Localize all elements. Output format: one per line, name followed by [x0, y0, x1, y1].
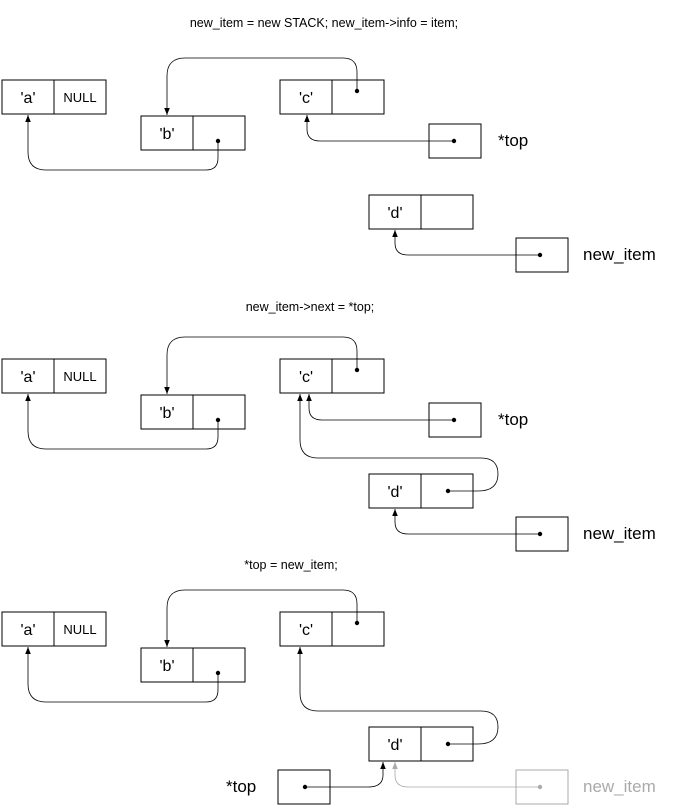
- node-c: 'c': [279, 611, 385, 647]
- arrow-c-to-b: [164, 336, 358, 394]
- node-b-info-cell: [140, 115, 194, 151]
- panel-2-caption: new_item->next = *top;: [246, 300, 375, 314]
- arrow-d-to-c: [297, 647, 499, 745]
- node-c: 'c': [279, 79, 385, 115]
- node-d-info-cell: [368, 194, 422, 230]
- node-d: 'd': [368, 726, 474, 762]
- node-d-value: 'd': [387, 737, 402, 754]
- arrow-b-to-a: [25, 394, 219, 450]
- new-item-pointer-label: new_item: [583, 524, 656, 543]
- node-a-next-cell: [53, 358, 107, 394]
- arrow-top-to-c: [306, 394, 454, 421]
- node-c-value: 'c': [299, 90, 313, 107]
- arrow-top-to-d: [305, 762, 386, 788]
- node-d-next-cell: [420, 194, 474, 230]
- node-a-next-cell: [53, 79, 107, 115]
- arrow-b-to-a: [25, 647, 219, 703]
- node-a-next-cell: [53, 611, 107, 647]
- arrow-b-to-a: [25, 115, 219, 171]
- panel-3: *top = new_item; 'a' NULL 'b' 'c' 'd': [1, 558, 656, 805]
- node-b: 'b': [140, 115, 246, 151]
- node-a-null-label: NULL: [63, 622, 96, 637]
- node-d-value: 'd': [387, 205, 402, 222]
- node-a-info-cell: [1, 358, 55, 394]
- node-a-value: 'a': [20, 90, 35, 107]
- node-c: 'c': [279, 358, 385, 394]
- node-a-value: 'a': [20, 622, 35, 639]
- node-c-next-cell: [331, 611, 385, 647]
- new-item-pointer-label: new_item: [583, 777, 656, 796]
- arrow-c-to-b: [164, 57, 358, 115]
- node-a-null-label: NULL: [63, 369, 96, 384]
- node-c-info-cell: [279, 611, 333, 647]
- node-a: 'a' NULL: [1, 358, 107, 394]
- arrow-top-to-c: [304, 115, 454, 142]
- arrow-c-to-b: [164, 589, 358, 647]
- node-c-info-cell: [279, 358, 333, 394]
- node-c-value: 'c': [299, 369, 313, 386]
- node-b-value: 'b': [159, 658, 174, 675]
- panel-2: new_item->next = *top; 'a' NULL 'b' 'c' …: [1, 300, 656, 552]
- arrow-d-to-c: [297, 394, 499, 492]
- top-pointer-label: *top: [498, 131, 528, 150]
- node-c-next-cell: [331, 79, 385, 115]
- node-a-null-label: NULL: [63, 90, 96, 105]
- panel-3-caption: *top = new_item;: [244, 558, 337, 572]
- new-item-pointer-label: new_item: [583, 245, 656, 264]
- node-d: 'd': [368, 473, 474, 509]
- node-a-info-cell: [1, 79, 55, 115]
- node-b-next-cell: [192, 394, 246, 430]
- new-item-pointer-faded: new_item: [392, 762, 656, 805]
- panel-1-caption: new_item = new STACK; new_item->info = i…: [190, 16, 458, 30]
- node-c-value: 'c': [299, 622, 313, 639]
- node-b-value: 'b': [159, 126, 174, 143]
- node-a-value: 'a': [20, 369, 35, 386]
- node-b-info-cell: [140, 394, 194, 430]
- node-d: 'd': [368, 194, 474, 230]
- node-d-value: 'd': [387, 484, 402, 501]
- arrow-new-item-to-d: [392, 509, 540, 535]
- node-c-next-cell: [331, 358, 385, 394]
- new-item-pointer: new_item: [515, 516, 656, 552]
- top-pointer-label: *top: [226, 777, 256, 796]
- node-a: 'a' NULL: [1, 79, 107, 115]
- panel-1: new_item = new STACK; new_item->info = i…: [1, 16, 656, 273]
- node-b: 'b': [140, 394, 246, 430]
- top-pointer-label: *top: [498, 410, 528, 429]
- node-b: 'b': [140, 647, 246, 683]
- arrow-new-item-to-d: [392, 230, 540, 256]
- node-d-info-cell: [368, 473, 422, 509]
- node-b-next-cell: [192, 647, 246, 683]
- arrow-new-item-to-d: [392, 762, 540, 788]
- node-b-next-cell: [192, 115, 246, 151]
- node-b-value: 'b': [159, 405, 174, 422]
- node-d-info-cell: [368, 726, 422, 762]
- node-a: 'a' NULL: [1, 611, 107, 647]
- node-a-info-cell: [1, 611, 55, 647]
